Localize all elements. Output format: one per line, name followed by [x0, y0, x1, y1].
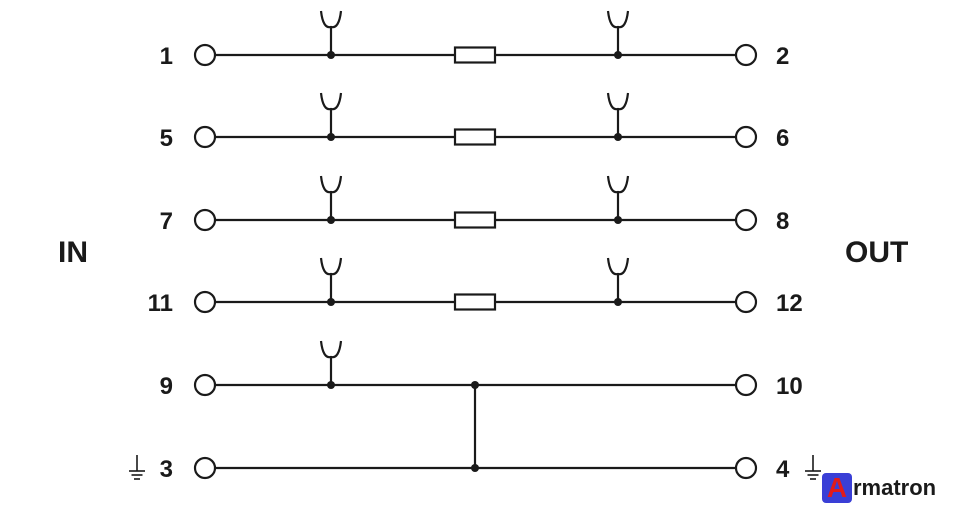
- terminal-label-in: 3: [160, 456, 173, 483]
- terminal-label-out: 12: [776, 290, 803, 317]
- out-side-label: OUT: [845, 236, 908, 269]
- terminal-label-out: 2: [776, 43, 789, 70]
- gas-discharge-tap-icon: [319, 92, 343, 111]
- resistor-icon: [453, 128, 497, 146]
- watermark-text: rmatron: [853, 475, 937, 500]
- gas-discharge-tap-icon: [319, 175, 343, 194]
- gas-discharge-tap-icon: [319, 10, 343, 29]
- gas-discharge-tap-icon: [319, 257, 343, 276]
- terminal-circle-icon: [193, 373, 217, 397]
- resistor-icon: [453, 211, 497, 229]
- terminal-label-in: 1: [160, 43, 173, 70]
- terminal-label-out: 4: [776, 456, 790, 483]
- terminal-label-in: 11: [148, 290, 173, 317]
- watermark-logo-letter: A: [826, 472, 848, 503]
- ground-bridge: [471, 381, 479, 472]
- resistor-icon: [453, 293, 497, 311]
- junction-dot: [471, 381, 479, 389]
- in-side-label: IN: [58, 236, 88, 269]
- terminal-label-in: 7: [160, 208, 173, 235]
- signal-line-9-10: 9 10: [160, 340, 803, 400]
- junction-dot: [614, 51, 622, 59]
- terminal-circle-icon: [734, 290, 758, 314]
- terminal-circle-icon: [734, 208, 758, 232]
- gas-discharge-tap-icon: [606, 10, 630, 29]
- gas-discharge-tap-icon: [606, 92, 630, 111]
- terminal-circle-icon: [193, 456, 217, 480]
- junction-dot: [471, 464, 479, 472]
- junction-dot: [327, 298, 335, 306]
- terminal-circle-icon: [193, 208, 217, 232]
- terminal-label-out: 10: [776, 373, 803, 400]
- junction-dot: [327, 51, 335, 59]
- junction-dot: [327, 216, 335, 224]
- gas-discharge-tap-icon: [319, 340, 343, 359]
- terminal-circle-icon: [734, 43, 758, 67]
- terminal-circle-icon: [734, 456, 758, 480]
- gas-discharge-tap-icon: [606, 175, 630, 194]
- junction-dot: [327, 381, 335, 389]
- terminal-label-in: 9: [160, 373, 173, 400]
- terminal-label-in: 5: [160, 125, 173, 152]
- terminal-label-out: 6: [776, 125, 789, 152]
- junction-dot: [614, 216, 622, 224]
- terminal-circle-icon: [734, 373, 758, 397]
- watermark-logo-badge: A: [822, 473, 852, 503]
- terminal-circle-icon: [193, 290, 217, 314]
- resistor-icon: [453, 46, 497, 64]
- armatron-watermark: A rmatron: [822, 470, 936, 506]
- terminal-circle-icon: [734, 125, 758, 149]
- signal-line-11-12: 11 12: [148, 257, 803, 317]
- terminal-label-out: 8: [776, 208, 789, 235]
- terminal-circle-icon: [193, 43, 217, 67]
- gas-discharge-tap-icon: [606, 257, 630, 276]
- terminal-circle-icon: [193, 125, 217, 149]
- junction-dot: [614, 298, 622, 306]
- junction-dot: [614, 133, 622, 141]
- junction-dot: [327, 133, 335, 141]
